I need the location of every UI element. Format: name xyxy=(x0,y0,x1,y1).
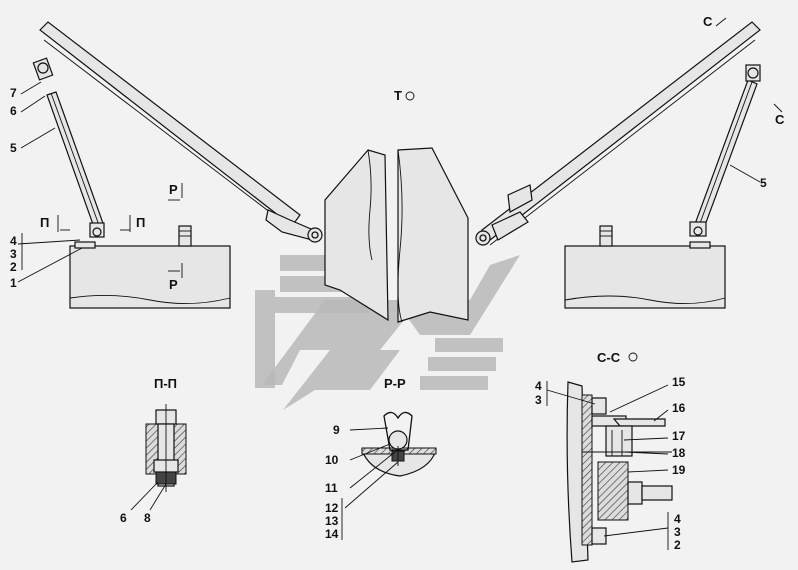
section-title-cc: С-С xyxy=(597,350,621,365)
section-arrow-p-upper: Р xyxy=(169,182,178,197)
left-base-block xyxy=(69,225,231,309)
section-rr-detail xyxy=(361,411,437,477)
view-marker-circle xyxy=(405,91,415,101)
section-title-rr: Р-Р xyxy=(384,376,406,391)
callout-cc-3a: 3 xyxy=(535,393,542,407)
section-arrow-pi-right: П xyxy=(136,215,145,230)
section-title-pp: П-П xyxy=(154,376,177,391)
callout-pp-8: 8 xyxy=(144,511,151,525)
callout-left-1: 1 xyxy=(10,276,17,290)
chevron-logo-watermark-icon xyxy=(255,255,520,410)
callout-cc-17: 17 xyxy=(672,429,686,443)
callout-left-2: 2 xyxy=(10,260,17,274)
callout-cc-18: 18 xyxy=(672,446,686,460)
callout-pp-6: 6 xyxy=(120,511,127,525)
section-arrow-c-right: С xyxy=(775,112,785,127)
callout-rr-9: 9 xyxy=(333,423,340,437)
section-arrow-pi-left: П xyxy=(40,215,49,230)
center-right-panel xyxy=(397,147,469,323)
section-arrow-p-lower: Р xyxy=(169,277,178,292)
section-pp-detail xyxy=(145,404,187,492)
callout-rr-13: 13 xyxy=(325,514,339,528)
section-cc-detail xyxy=(566,381,673,563)
callout-left-5: 5 xyxy=(10,141,17,155)
callout-rr-14: 14 xyxy=(325,527,339,541)
right-strut-5 xyxy=(689,64,761,237)
callout-left-3: 3 xyxy=(10,247,17,261)
callout-cc-4a: 4 xyxy=(535,379,542,393)
callout-cc-4b: 4 xyxy=(674,512,681,526)
callout-cc-15: 15 xyxy=(672,375,686,389)
section-cc-marker-circle xyxy=(628,352,638,362)
callout-cc-3b: 3 xyxy=(674,525,681,539)
view-label-t: Т xyxy=(394,88,402,103)
section-arrow-c-top: С xyxy=(703,14,713,29)
callout-rr-11: 11 xyxy=(325,481,338,495)
left-strut-5 xyxy=(32,57,105,238)
callout-left-7: 7 xyxy=(10,86,17,100)
callout-rr-12: 12 xyxy=(325,501,339,515)
callout-left-6: 6 xyxy=(10,104,17,118)
callout-left-4: 4 xyxy=(10,234,17,248)
callout-rr-10: 10 xyxy=(325,453,339,467)
callout-cc-2b: 2 xyxy=(674,538,681,552)
center-left-panel xyxy=(324,149,389,322)
callout-cc-16: 16 xyxy=(672,401,686,415)
callout-right-5: 5 xyxy=(760,176,767,190)
right-cover-arm xyxy=(475,21,761,246)
callout-cc-19: 19 xyxy=(672,463,686,477)
left-cover-arm xyxy=(39,21,323,243)
right-base-block xyxy=(564,225,726,309)
leader-lines xyxy=(17,17,783,550)
